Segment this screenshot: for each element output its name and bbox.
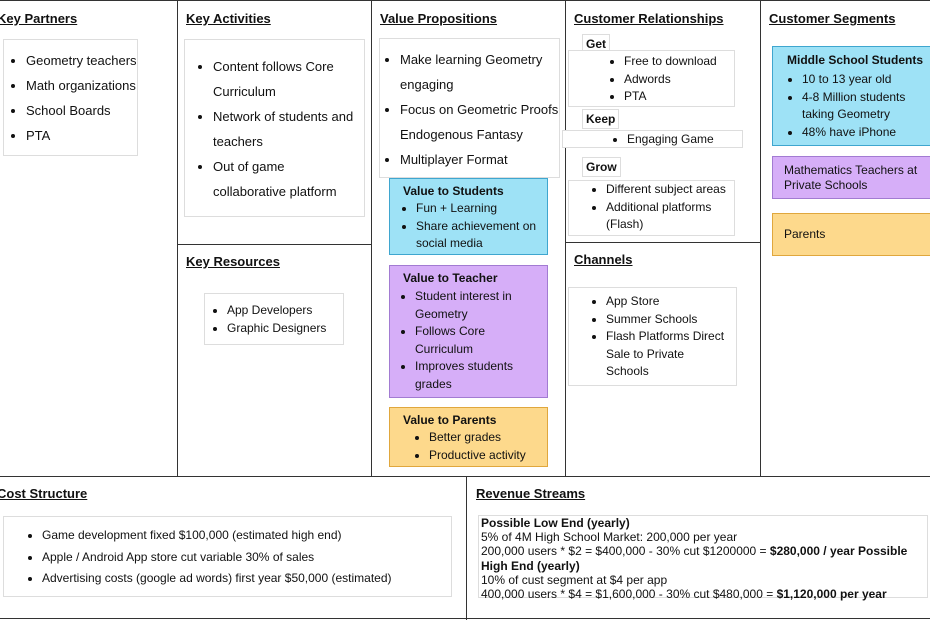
high-end-result: $1,120,000 per year <box>776 587 887 602</box>
list-item: App Store <box>606 293 728 311</box>
list-item: Better grades <box>429 429 543 447</box>
low-end-heading: Possible Low End (yearly) <box>481 516 630 530</box>
list-item: Game development fixed $100,000 (estimat… <box>42 525 451 547</box>
list-item: Different subject areas <box>606 181 734 199</box>
channels-list: App StoreSummer SchoolsFlash Platforms D… <box>568 287 737 386</box>
revenue-streams-title: Revenue Streams <box>476 486 586 501</box>
list-item: App Developers <box>227 302 343 320</box>
cost-structure-title: Cost Structure <box>0 486 88 501</box>
list-item: PTA <box>624 88 734 106</box>
border-top <box>0 0 930 1</box>
value-propositions-list: Make learning Geometry engagingFocus on … <box>379 38 560 178</box>
list-item: Share achievement on social media <box>416 218 543 253</box>
divider <box>760 0 761 476</box>
list-item: Additional platforms (Flash) <box>606 199 734 234</box>
keep-list: Engaging Game <box>562 130 743 148</box>
middle-school-students-card: Middle School Students 10 to 13 year old… <box>772 46 930 146</box>
grow-list: Different subject areasAdditional platfo… <box>568 180 735 236</box>
list-item: Out of game collaborative platform <box>213 154 360 204</box>
list-item: Network of students and teachers <box>213 104 360 154</box>
list-item: Multiplayer Format <box>400 147 559 172</box>
grow-label: Grow <box>582 157 621 177</box>
value-to-parents-card: Value to Parents Better gradesProductive… <box>389 407 548 467</box>
list-item: Engaging Game <box>627 131 742 149</box>
list-item: Follows Core Curriculum <box>415 323 543 358</box>
key-resources-title: Key Resources <box>186 254 280 269</box>
get-list: Free to downloadAdwordsPTA <box>568 50 735 107</box>
cost-structure-list: Game development fixed $100,000 (estimat… <box>3 516 452 597</box>
revenue-line: 10% of cust segment at $4 per app <box>481 572 668 587</box>
divider <box>0 476 930 477</box>
list-item: Content follows Core Curriculum <box>213 54 360 104</box>
card-title: Value to Teacher <box>403 271 498 285</box>
list-item: Summer Schools <box>606 311 728 329</box>
list-item: School Boards <box>26 98 137 123</box>
key-activities-title: Key Activities <box>186 11 271 26</box>
list-item: Apple / Android App store cut variable 3… <box>42 547 451 569</box>
value-to-teacher-card: Value to Teacher Student interest in Geo… <box>389 265 548 398</box>
list-item: 10 to 13 year old <box>802 71 927 89</box>
keep-label: Keep <box>582 109 620 129</box>
key-partners-title: Key Partners <box>0 11 78 26</box>
list-item: Free to download <box>624 53 734 71</box>
divider <box>466 476 467 620</box>
segment-label: Mathematics Teachers at Private Schools <box>784 163 918 192</box>
list-item: Advertising costs (google ad words) firs… <box>42 568 451 590</box>
list-item: Adwords <box>624 71 734 89</box>
segment-label: Parents <box>784 227 826 241</box>
border-bottom <box>0 618 930 619</box>
list-item: PTA <box>26 123 137 148</box>
list-item: Flash Platforms Direct Sale to Private S… <box>606 328 728 381</box>
key-partners-list: Geometry teachersMath organizationsSchoo… <box>3 39 138 156</box>
list-item: Improves students grades <box>415 358 543 393</box>
revenue-streams-text: Possible Low End (yearly) 5% of 4M High … <box>478 515 928 602</box>
key-activities-list: Content follows Core CurriculumNetwork o… <box>184 39 365 217</box>
divider <box>371 0 372 476</box>
customer-segments-title: Customer Segments <box>769 11 896 26</box>
divider <box>565 242 760 243</box>
divider <box>177 0 178 476</box>
list-item: Student interest in Geometry <box>415 288 543 323</box>
divider <box>565 0 566 476</box>
revenue-line: 5% of 4M High School Market: 200,000 per… <box>481 530 738 545</box>
high-end-heading: Possible High End (yearly) <box>481 544 908 573</box>
value-to-students-card: Value to Students Fun + LearningShare ac… <box>389 178 548 255</box>
get-label: Get <box>582 34 611 54</box>
math-teachers-card: Mathematics Teachers at Private Schools <box>772 156 930 199</box>
list-item: Productive activity <box>429 447 543 465</box>
revenue-line: 400,000 users * $4 = $1,600,000 - 30% cu… <box>481 587 777 602</box>
list-item: Graphic Designers <box>227 320 343 338</box>
list-item: Make learning Geometry engaging <box>400 47 559 97</box>
card-title: Middle School Students <box>787 53 924 67</box>
channels-title: Channels <box>574 252 633 267</box>
list-item: 48% have iPhone <box>802 124 927 142</box>
list-item: Math organizations <box>26 73 137 98</box>
card-title: Value to Students <box>403 184 504 198</box>
list-item: Focus on Geometric Proofs Endogenous Fan… <box>400 97 559 147</box>
customer-relationships-title: Customer Relationships <box>574 11 724 26</box>
revenue-line: 200,000 users * $2 = $400,000 - 30% cut … <box>481 544 770 559</box>
low-end-result: $280,000 / year <box>769 544 855 559</box>
list-item: 4-8 Million students taking Geometry <box>802 89 927 124</box>
list-item: Fun + Learning <box>416 200 543 218</box>
list-item: Geometry teachers <box>26 48 137 73</box>
key-resources-list: App DevelopersGraphic Designers <box>204 293 344 345</box>
card-title: Value to Parents <box>403 413 497 427</box>
parents-card: Parents <box>772 213 930 256</box>
divider <box>177 244 371 245</box>
value-propositions-title: Value Propositions <box>380 11 498 26</box>
